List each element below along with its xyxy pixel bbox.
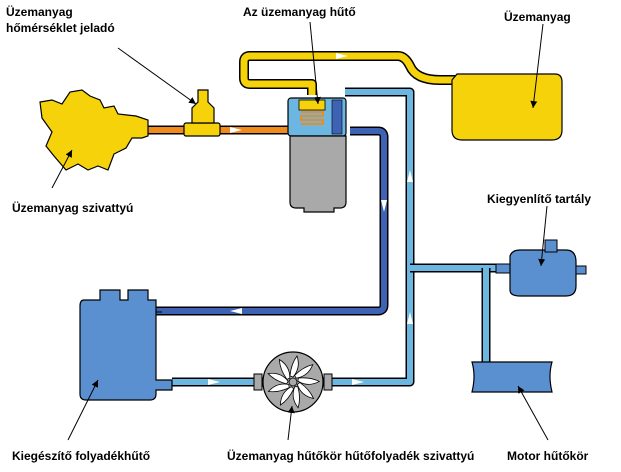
flow-arrow-icon — [230, 127, 242, 133]
label-fuel-temp-sensor-line1: Üzemanyag — [6, 5, 73, 19]
flow-arrow-icon — [208, 379, 220, 385]
label-fuel-pump: Üzemanyag szivattyú — [12, 201, 134, 215]
leader-expansion-tank — [538, 205, 548, 267]
flow-arrow-icon — [352, 379, 364, 385]
impeller-blade — [289, 355, 299, 378]
label-aux-radiator: Kiegészítő folyadékhűtő — [12, 449, 151, 463]
impeller-blade — [278, 358, 291, 380]
label-fuel-temp-sensor-line2: hőmérséklet jeladó — [6, 21, 115, 35]
impeller-blade — [294, 364, 314, 379]
label-fuel-cooler: Az üzemanyag hűtő — [243, 5, 356, 19]
impeller-blade — [297, 377, 321, 385]
fuel-cooler — [287, 97, 347, 137]
leader-engine-cooling — [517, 385, 549, 441]
leader-temp-sensor — [117, 47, 197, 105]
leader-fuel-pump — [51, 149, 73, 189]
impeller-blade — [296, 381, 315, 400]
leader-lines — [51, 21, 549, 441]
fuel-pump — [39, 89, 149, 171]
flow-arrow-icon — [230, 308, 242, 314]
flow-arrow-icon — [407, 312, 413, 324]
label-engine-cooling: Motor hűtőkör — [507, 449, 589, 463]
engine-cooling-block — [471, 361, 553, 393]
impeller-blade — [279, 386, 295, 406]
impeller-blade — [267, 372, 289, 385]
leader-coolant-pump — [287, 405, 295, 441]
label-coolant-pump: Üzemanyag hűtőkör hűtőfolyadék szivattyú — [227, 449, 475, 463]
fuel-filter — [289, 135, 347, 213]
pump-impeller-icon — [267, 355, 321, 409]
flow-arrow-icon — [336, 53, 348, 59]
fuel-return-line — [239, 51, 460, 95]
fuel-temp-sensor — [183, 89, 221, 137]
fuel-tank — [451, 73, 563, 141]
flow-arrow-icon — [381, 200, 387, 212]
leader-aux-radiator — [67, 379, 99, 441]
leader-fuel-cooler — [309, 21, 321, 105]
flow-arrows — [208, 53, 413, 385]
coolant-pump — [253, 351, 333, 413]
impeller-blade — [267, 383, 290, 393]
leader-fuel-tank — [530, 23, 544, 109]
label-expansion-tank: Kiegyenlítő tartály — [487, 192, 592, 206]
expansion-tank — [495, 239, 587, 297]
dark-blue-return-line — [156, 126, 389, 316]
label-fuel-tank: Üzemanyag — [504, 10, 571, 24]
impeller-blade — [292, 386, 300, 409]
aux-radiator — [79, 289, 173, 401]
flow-arrow-icon — [407, 170, 413, 182]
